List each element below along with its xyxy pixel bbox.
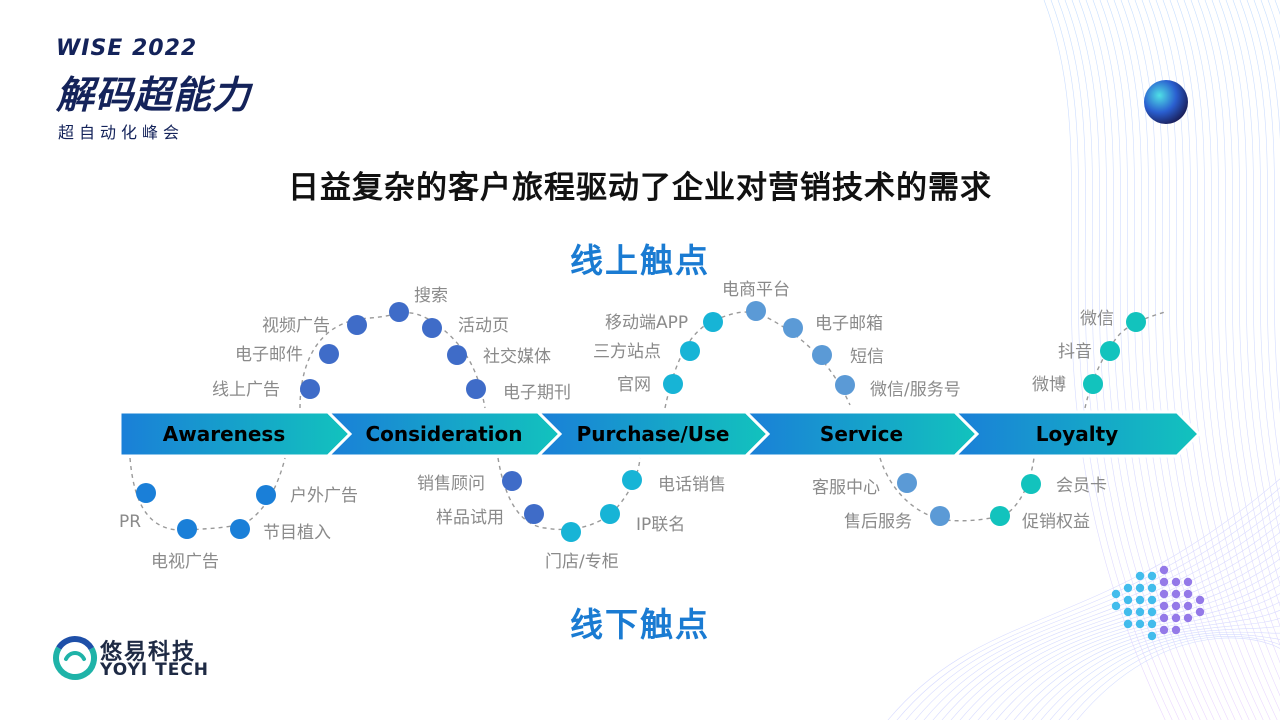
offline-touchpoint-dot <box>136 483 156 503</box>
stage-label: Service <box>820 422 903 446</box>
offline-touchpoint-label: 电话销售 <box>658 475 726 495</box>
online-touchpoint-dot <box>347 315 367 335</box>
offline-touchpoint-dot <box>230 519 250 539</box>
offline-touchpoint-dot <box>561 522 581 542</box>
online-touchpoint-dot <box>746 301 766 321</box>
offline-touchpoint-label: 户外广告 <box>290 486 358 506</box>
offline-touchpoint-label: 售后服务 <box>844 512 912 532</box>
company-name-cn: 悠易科技 <box>100 640 197 665</box>
online-touchpoint-label: 线上广告 <box>212 380 280 400</box>
online-touchpoint-dot <box>447 345 467 365</box>
online-touchpoint-dot <box>835 375 855 395</box>
online-touchpoint-dot <box>663 374 683 394</box>
offline-touchpoint-dot <box>1021 474 1041 494</box>
offline-touchpoint-label: 销售顾问 <box>417 474 485 494</box>
stage-arrow-awareness: Awareness <box>118 410 353 458</box>
online-touchpoint-dot <box>812 345 832 365</box>
online-touchpoint-label: 微信 <box>1080 309 1114 329</box>
stage-label: Purchase/Use <box>577 422 730 446</box>
offline-touchpoint-dot <box>622 470 642 490</box>
sphere-decoration <box>1144 80 1188 124</box>
hexagon-dots-decoration <box>1111 565 1205 641</box>
offline-touchpoint-dot <box>256 485 276 505</box>
online-touchpoint-dot <box>319 344 339 364</box>
offline-touchpoint-label: 节目植入 <box>263 523 331 543</box>
online-touchpoint-dot <box>422 318 442 338</box>
event-subtitle: 超自动化峰会 <box>58 123 185 142</box>
offline-touchpoint-label: PR <box>119 512 141 532</box>
online-touchpoints-heading: 线上触点 <box>570 241 710 280</box>
online-touchpoint-dot <box>783 318 803 338</box>
offline-touchpoint-dot <box>177 519 197 539</box>
online-touchpoint-label: 社交媒体 <box>483 347 551 367</box>
online-touchpoint-dot <box>1100 341 1120 361</box>
offline-touchpoint-label: 客服中心 <box>812 478 880 498</box>
offline-touchpoint-label: IP联名 <box>636 515 685 535</box>
company-name-en: YOYI TECH <box>100 660 210 680</box>
online-touchpoint-label: 移动端APP <box>605 313 688 333</box>
online-touchpoint-dot <box>1126 312 1146 332</box>
stage-arrow-purchase-use: Purchase/Use <box>534 410 771 458</box>
event-name-en: WISE 2022 <box>56 36 198 61</box>
offline-touchpoint-label: 门店/专柜 <box>545 552 619 572</box>
stage-arrow-loyalty: Loyalty <box>951 410 1202 458</box>
online-touchpoint-label: 微博 <box>1032 375 1066 395</box>
online-touchpoint-dot <box>703 312 723 332</box>
online-touchpoint-label: 电商平台 <box>722 280 790 300</box>
offline-touchpoint-label: 样品试用 <box>436 508 504 528</box>
online-touchpoint-label: 电子邮箱 <box>815 314 883 334</box>
offline-touchpoint-dot <box>600 504 620 524</box>
offline-touchpoint-dot <box>524 504 544 524</box>
offline-touchpoint-label: 电视广告 <box>151 552 219 572</box>
offline-touchpoint-dot <box>897 473 917 493</box>
offline-touchpoint-label: 促销权益 <box>1022 512 1090 532</box>
stage-label: Awareness <box>163 422 286 446</box>
stage-arrow-consideration: Consideration <box>324 410 563 458</box>
event-name-cn: 解码超能力 <box>56 73 252 117</box>
company-logo-icon <box>53 636 97 680</box>
online-touchpoint-label: 电子期刊 <box>503 383 571 403</box>
online-touchpoint-dot <box>1083 374 1103 394</box>
slide-title: 日益复杂的客户旅程驱动了企业对营销技术的需求 <box>288 170 992 206</box>
online-touchpoint-label: 抖音 <box>1058 342 1092 362</box>
online-touchpoint-label: 活动页 <box>458 316 509 336</box>
stage-label: Loyalty <box>1036 422 1118 446</box>
online-touchpoint-dot <box>466 379 486 399</box>
offline-touchpoint-dot <box>930 506 950 526</box>
offline-touchpoint-dot <box>990 506 1010 526</box>
offline-touchpoints-heading: 线下触点 <box>570 605 710 644</box>
online-touchpoint-label: 视频广告 <box>262 316 330 336</box>
online-touchpoint-label: 电子邮件 <box>235 345 303 365</box>
online-touchpoint-label: 微信/服务号 <box>870 380 961 400</box>
stage-arrow-service: Service <box>742 410 980 458</box>
online-touchpoint-label: 短信 <box>850 347 884 367</box>
offline-touchpoint-dot <box>502 471 522 491</box>
online-touchpoint-dot <box>300 379 320 399</box>
online-touchpoint-label: 官网 <box>617 375 651 395</box>
online-touchpoint-label: 搜索 <box>414 286 448 306</box>
online-touchpoint-dot <box>680 341 700 361</box>
online-touchpoint-dot <box>389 302 409 322</box>
stage-label: Consideration <box>365 422 522 446</box>
offline-touchpoint-label: 会员卡 <box>1056 476 1107 496</box>
online-touchpoint-label: 三方站点 <box>593 342 661 362</box>
